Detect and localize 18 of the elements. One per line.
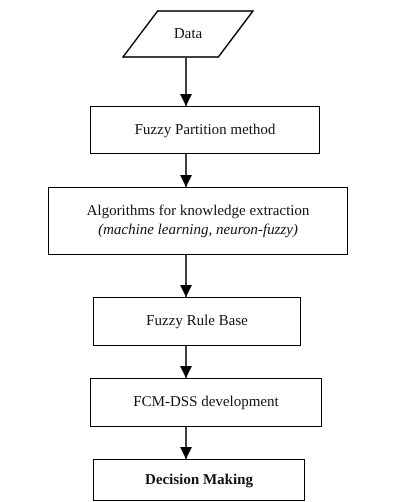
node-label: Decision Making xyxy=(145,470,253,490)
node-label: Data xyxy=(174,24,202,44)
arrow xyxy=(180,346,192,378)
process-box xyxy=(93,297,301,346)
node-label: Fuzzy Rule Base xyxy=(146,312,248,331)
process-box xyxy=(90,378,322,427)
process-box xyxy=(93,459,305,501)
input-parallelogram xyxy=(122,10,254,58)
process-box xyxy=(90,106,320,154)
process-box xyxy=(48,187,348,255)
node-subtitle: (machine learning, neuron-fuzzy) xyxy=(98,221,298,240)
arrow xyxy=(180,255,192,297)
node-label: FCM-DSS development xyxy=(133,393,279,412)
node-label: Fuzzy Partition method xyxy=(134,120,276,140)
node-label: Algorithms for knowledge extraction xyxy=(86,202,310,221)
arrow xyxy=(180,58,192,106)
arrow xyxy=(180,154,192,187)
arrow xyxy=(180,427,192,459)
